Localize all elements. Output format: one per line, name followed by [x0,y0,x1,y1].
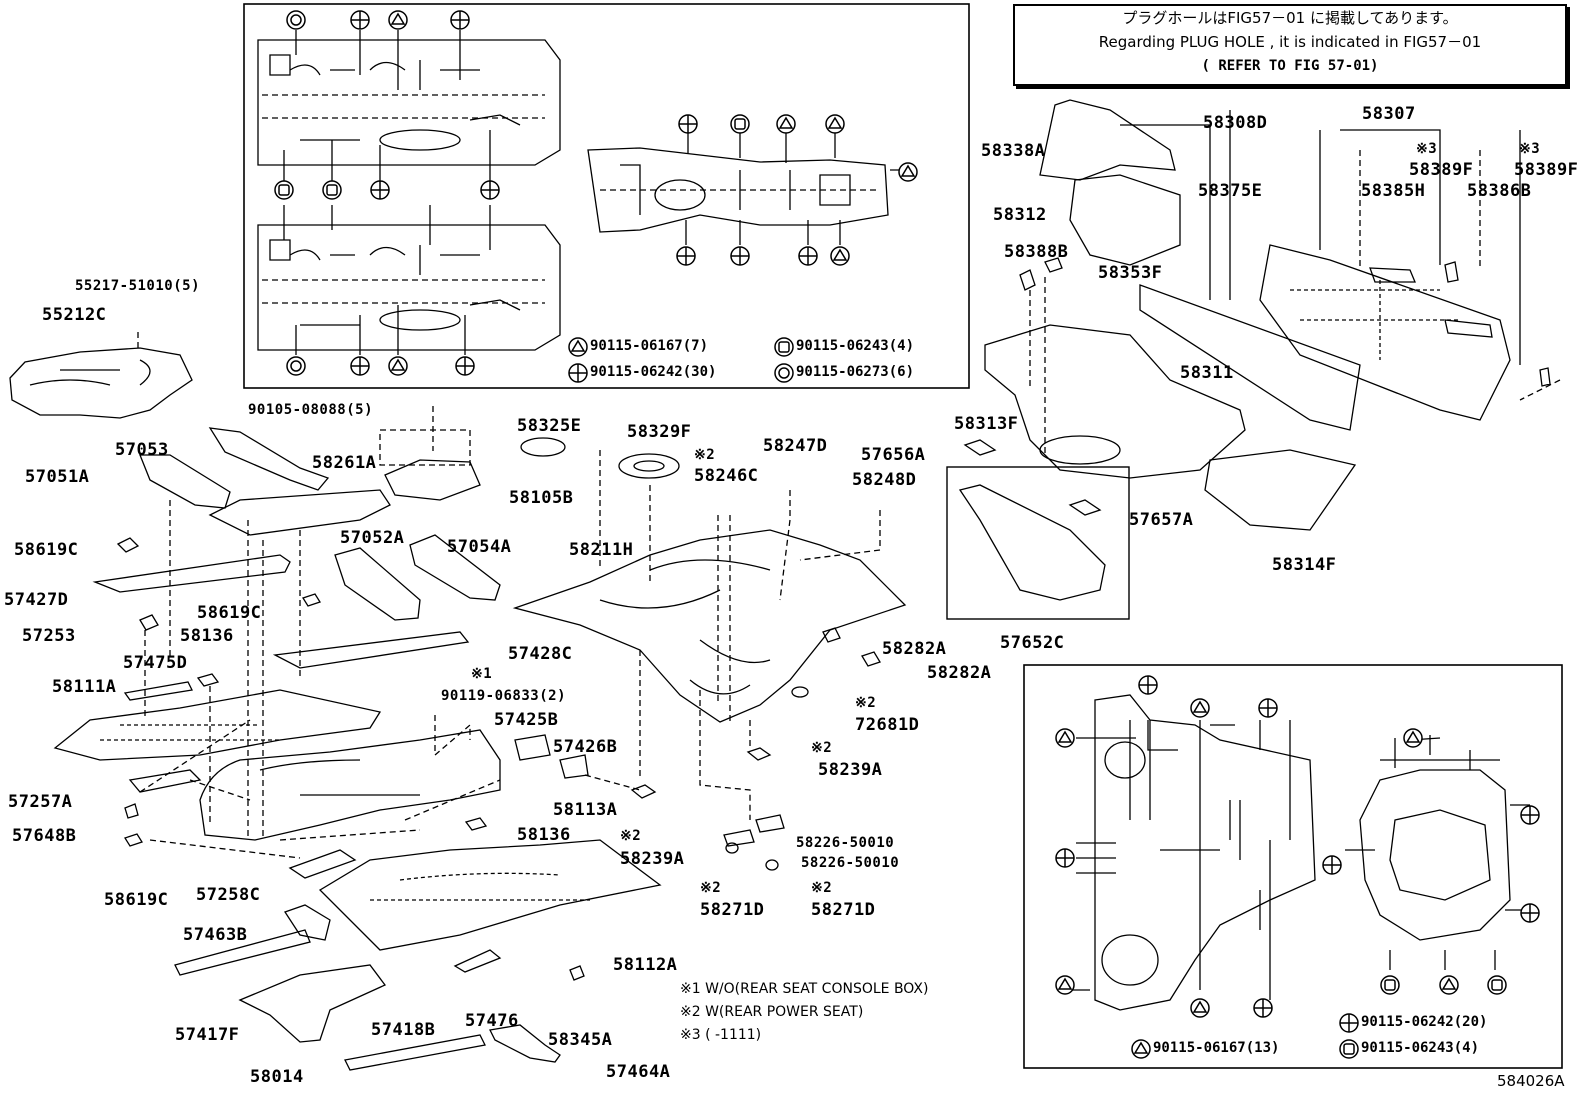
note-marker: ※2 [700,880,722,896]
note-marker: ※2 [694,447,716,463]
part-label: 57652C [1000,633,1065,653]
part-label: 58239A [818,760,883,780]
part-label: 57051A [25,467,90,487]
legend-symbols [568,337,1359,1059]
part-label: 58261A [312,453,377,473]
notice-japanese: プラグホールはFIG57－01 に掲載してあります。 [1122,9,1458,27]
inset-plug-holes-top [243,3,970,389]
part-label: 58308D [1203,113,1268,133]
part-label: 58386B [1467,181,1532,201]
footnotes: ※1 W/O(REAR SEAT CONSOLE BOX) ※2 W(REAR … [680,978,929,1047]
part-label: 58211H [569,540,634,560]
part-label: 90105-08088(5) [248,402,374,418]
part-label: 58226-50010 [801,855,900,871]
plug-hole-notice: プラグホールはFIG57－01 に掲載してあります。 Regarding PLU… [1013,4,1567,86]
part-label: 57648B [12,826,77,846]
part-label: 58111A [52,677,117,697]
part-label: 72681D [855,715,920,735]
part-label: 58313F [954,414,1019,434]
part-label: 58248D [852,470,917,490]
part-label: 57463B [183,925,248,945]
note-marker: ※3 [1416,141,1438,157]
part-label: 57426B [553,737,618,757]
part-label: 57253 [22,626,76,646]
note-marker: ※3 [1519,141,1541,157]
note-marker: ※2 [811,880,833,896]
part-label: 58239A [620,849,685,869]
part-label: 57258C [196,885,261,905]
part-label: 58246C [694,466,759,486]
part-label: 58325E [517,416,582,436]
part-label: 58112A [613,955,678,975]
legend-ring-top: 90115-06273(6) [796,364,915,380]
part-label: 57054A [447,537,512,557]
part-label: 57257A [8,792,73,812]
part-label: 58113A [553,800,618,820]
notice-refer: ( REFER TO FIG 57-01) [1201,58,1379,74]
part-label: 57052A [340,528,405,548]
legend-cross-top: 90115-06242(30) [590,364,717,380]
part-label: 57464A [606,1062,671,1082]
part-label: 55212C [42,305,107,325]
part-label: 57475D [123,653,188,673]
fastener-symbols-top [274,10,918,376]
note-marker: ※2 [855,695,877,711]
part-label: 58389F [1409,160,1474,180]
part-label: 57657A [1129,510,1194,530]
part-label: 55217-51010(5) [75,278,201,294]
fastener-symbols-bottom [1055,675,1540,1018]
part-label: 58619C [104,890,169,910]
note-marker: ※2 [620,828,642,844]
footnote-1: ※1 W/O(REAR SEAT CONSOLE BOX) [680,981,929,997]
legend-cross-bottom: 90115-06242(20) [1361,1014,1488,1030]
part-label: 58375E [1198,181,1263,201]
part-label: 90119-06833(2) [441,688,567,704]
part-label: 58271D [700,900,765,920]
part-label: 58329F [627,422,692,442]
part-label: 58014 [250,1067,304,1087]
legend-triangle-top: 90115-06167(7) [590,338,709,354]
part-label: 57428C [508,644,573,664]
part-label: 58226-50010 [796,835,895,851]
part-label: 57053 [115,440,169,460]
part-label: 58312 [993,205,1047,225]
part-label: 57476 [465,1011,519,1031]
part-label: 57427D [4,590,69,610]
part-label: 58314F [1272,555,1337,575]
footnote-3: ※3 ( -1111) [680,1027,762,1043]
part-label: 58353F [1098,263,1163,283]
part-label: 58282A [882,639,947,659]
part-label: 58136 [517,825,571,845]
part-label: 57425B [494,710,559,730]
figure-reference: 584026A [1497,1072,1565,1090]
part-label: 58271D [811,900,876,920]
note-marker: ※2 [811,740,833,756]
part-label: 58385H [1361,181,1426,201]
footnote-2: ※2 W(REAR POWER SEAT) [680,1004,864,1020]
part-label: 58307 [1362,104,1416,124]
part-label: 57418B [371,1020,436,1040]
note-marker: ※1 [471,666,493,682]
part-label: 58388B [1004,242,1069,262]
part-label: 57656A [861,445,926,465]
notice-english: Regarding PLUG HOLE , it is indicated in… [1098,33,1482,51]
part-label: 58311 [1180,363,1234,383]
part-label: 58247D [763,436,828,456]
legend-square-top: 90115-06243(4) [796,338,915,354]
part-label: 58619C [14,540,79,560]
part-label: 58136 [180,626,234,646]
inset-plug-holes-bottom [1023,664,1563,1069]
part-label: 57417F [175,1025,240,1045]
legend-triangle-bottom: 90115-06167(13) [1153,1040,1280,1056]
parts-drawings [9,99,1561,1071]
part-label: 58338A [981,141,1046,161]
part-label: 58105B [509,488,574,508]
legend-square-bottom: 90115-06243(4) [1361,1040,1480,1056]
part-label: 58389F [1514,160,1579,180]
part-label: 58619C [197,603,262,623]
part-label: 58282A [927,663,992,683]
part-label: 58345A [548,1030,613,1050]
